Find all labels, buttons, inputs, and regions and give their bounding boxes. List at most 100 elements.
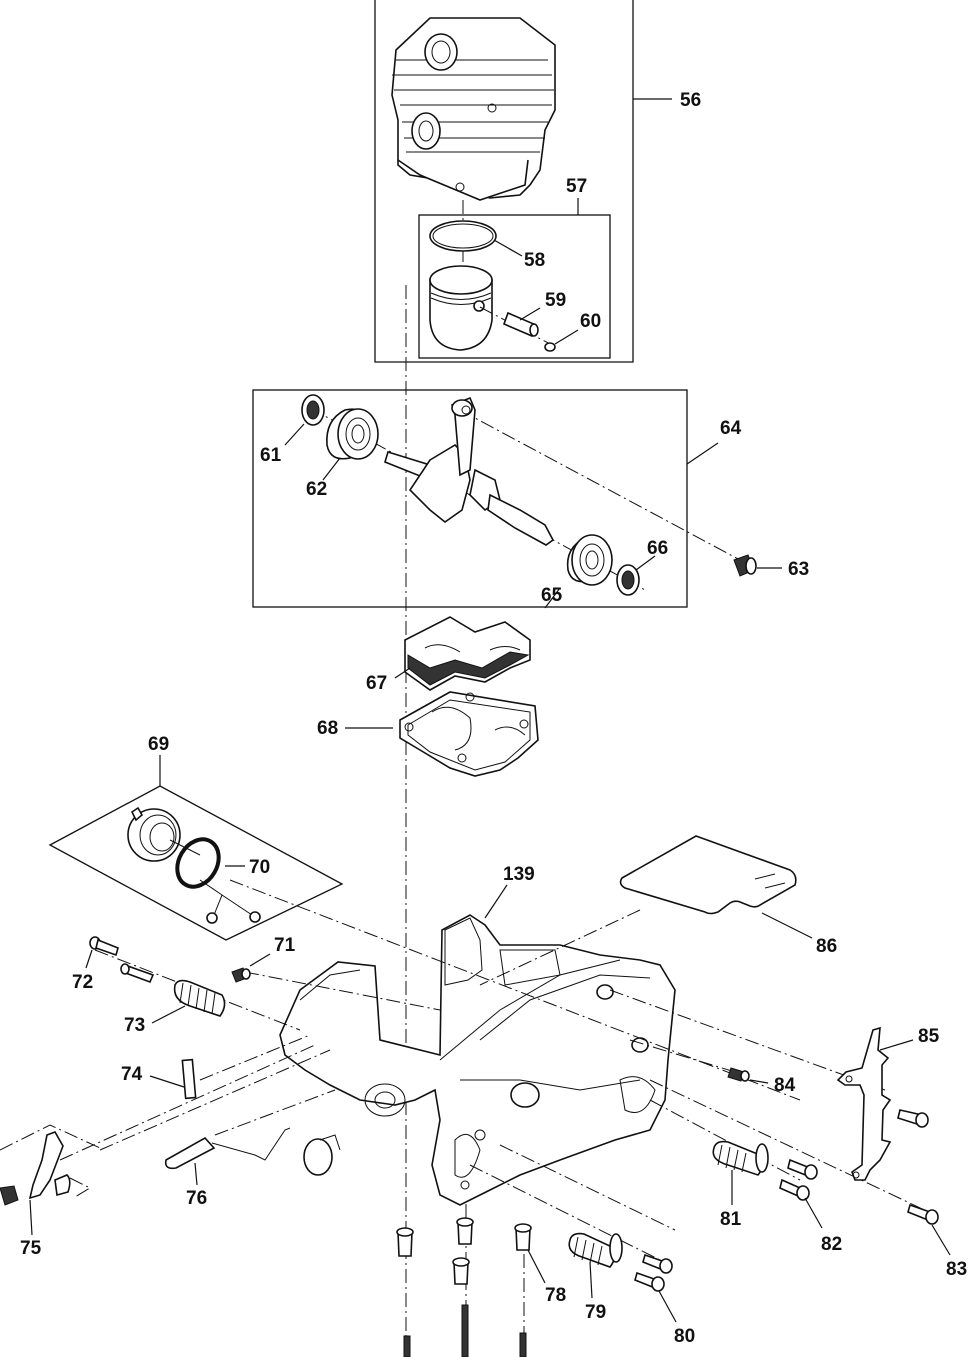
primer-bulb-part[interactable] [303, 1134, 341, 1176]
assembly-axis-3 [244, 971, 441, 1011]
callout-78: 78 [545, 1285, 566, 1306]
screw-part-82[interactable] [779, 1178, 810, 1201]
leader-80 [658, 1290, 677, 1323]
assembly-axis-6 [99, 1049, 331, 1151]
leader-79 [589, 1261, 593, 1299]
pin-part[interactable] [727, 1067, 750, 1082]
assembly-axis-2 [94, 949, 301, 1031]
bushing-part-3[interactable] [452, 1257, 470, 1285]
assembly-axis-12 [469, 1164, 661, 1261]
callout-63: 63 [788, 559, 809, 580]
oil-seal-part[interactable] [301, 394, 325, 426]
av-spring-part[interactable] [712, 1140, 769, 1176]
plug-part[interactable] [231, 967, 251, 983]
assembly-axis-7 [214, 1089, 336, 1136]
circlip-part[interactable] [544, 342, 556, 352]
callout-79: 79 [585, 1302, 606, 1323]
callout-80: 80 [674, 1326, 695, 1347]
bumper-spike-part[interactable] [836, 1026, 892, 1181]
piston-ring-part[interactable] [429, 220, 497, 252]
stud-part-2[interactable] [461, 1304, 469, 1357]
screw-part-80a[interactable] [642, 1253, 673, 1274]
stud-part-3[interactable] [519, 1332, 527, 1357]
assembly-axis-13 [499, 1144, 676, 1231]
leader-75 [29, 1199, 33, 1236]
leader-61 [284, 423, 305, 446]
group-57-box [418, 214, 611, 359]
piston-pin-part[interactable] [502, 311, 539, 338]
needle-bearing-part[interactable] [733, 554, 757, 577]
crankshaft-part[interactable] [384, 396, 555, 546]
assembly-axis-4 [199, 1034, 311, 1081]
callout-82: 82 [821, 1234, 842, 1255]
callout-70: 70 [249, 857, 270, 878]
screw-part-82a[interactable] [787, 1158, 818, 1180]
assembly-axis-14 [479, 909, 641, 986]
ball-bearing-part[interactable] [326, 408, 379, 460]
callout-86: 86 [816, 936, 837, 957]
choke-rod-part[interactable] [164, 1127, 291, 1170]
cylinder-part[interactable] [391, 17, 556, 201]
callout-58: 58 [524, 250, 545, 271]
stud-part[interactable] [403, 1335, 411, 1357]
leader-83 [931, 1224, 951, 1256]
leader-58 [493, 239, 523, 257]
screw-part-83[interactable] [907, 1203, 939, 1225]
callout-56: 56 [680, 90, 701, 111]
av-spring-part-2[interactable] [568, 1232, 623, 1268]
group-64-box [252, 389, 688, 608]
leader-60 [554, 329, 579, 345]
screw-part-80[interactable] [634, 1271, 665, 1292]
callout-64: 64 [720, 418, 742, 439]
tab-part[interactable] [181, 1058, 197, 1100]
callout-83: 83 [946, 1259, 967, 1280]
callout-62: 62 [306, 479, 327, 500]
screw-part-2[interactable] [120, 963, 155, 984]
plate-part[interactable] [619, 835, 797, 915]
leader-76 [194, 1162, 198, 1186]
callout-57: 57 [566, 176, 587, 197]
callout-66: 66 [647, 538, 668, 559]
bumper-screw-part[interactable] [897, 1109, 929, 1128]
bushing-part-78[interactable] [514, 1223, 532, 1251]
crankcase-half-part[interactable] [399, 691, 539, 777]
o-ring-part[interactable] [169, 832, 227, 894]
lever-bracket [0, 1124, 101, 1151]
callout-69: 69 [148, 734, 169, 755]
lever-bracket-2 [69, 1177, 92, 1198]
throttle-lock-part[interactable] [0, 1131, 71, 1206]
callout-68: 68 [317, 718, 338, 739]
leader-84 [749, 1079, 769, 1084]
callout-74: 74 [121, 1064, 143, 1085]
bushing-part-2[interactable] [456, 1217, 474, 1245]
piston-part[interactable] [429, 265, 493, 351]
assembly-axis-11 [649, 1099, 801, 1181]
screw-part[interactable] [89, 936, 119, 957]
callout-73: 73 [124, 1015, 145, 1036]
group-69-box [48, 785, 344, 941]
assembly-axis-10 [649, 1079, 936, 1216]
callout-84: 84 [774, 1075, 796, 1096]
bushing-part[interactable] [396, 1227, 414, 1257]
ball-bearing-part-2[interactable] [566, 534, 613, 586]
leader-59 [519, 307, 541, 321]
leader-62 [322, 457, 341, 481]
leader-65 [544, 587, 561, 609]
leader-72 [85, 949, 93, 969]
leader-74 [149, 1075, 185, 1088]
callout-59: 59 [545, 290, 566, 311]
gasket-part[interactable] [404, 616, 531, 691]
crankcase-main-part[interactable] [279, 914, 676, 1206]
spring-part[interactable] [173, 979, 226, 1017]
oil-pump-group [48, 755, 344, 941]
oil-pump-part[interactable] [127, 806, 201, 862]
pin-axis [479, 306, 553, 346]
leader-71 [249, 953, 271, 967]
callout-139: 139 [503, 864, 535, 885]
oil-pick-up-part[interactable] [199, 879, 261, 924]
leader-64 [686, 442, 719, 465]
leader-73 [151, 1005, 186, 1024]
oil-seal-part-2[interactable] [616, 564, 640, 596]
callout-61: 61 [260, 445, 282, 466]
callout-75: 75 [20, 1238, 42, 1259]
